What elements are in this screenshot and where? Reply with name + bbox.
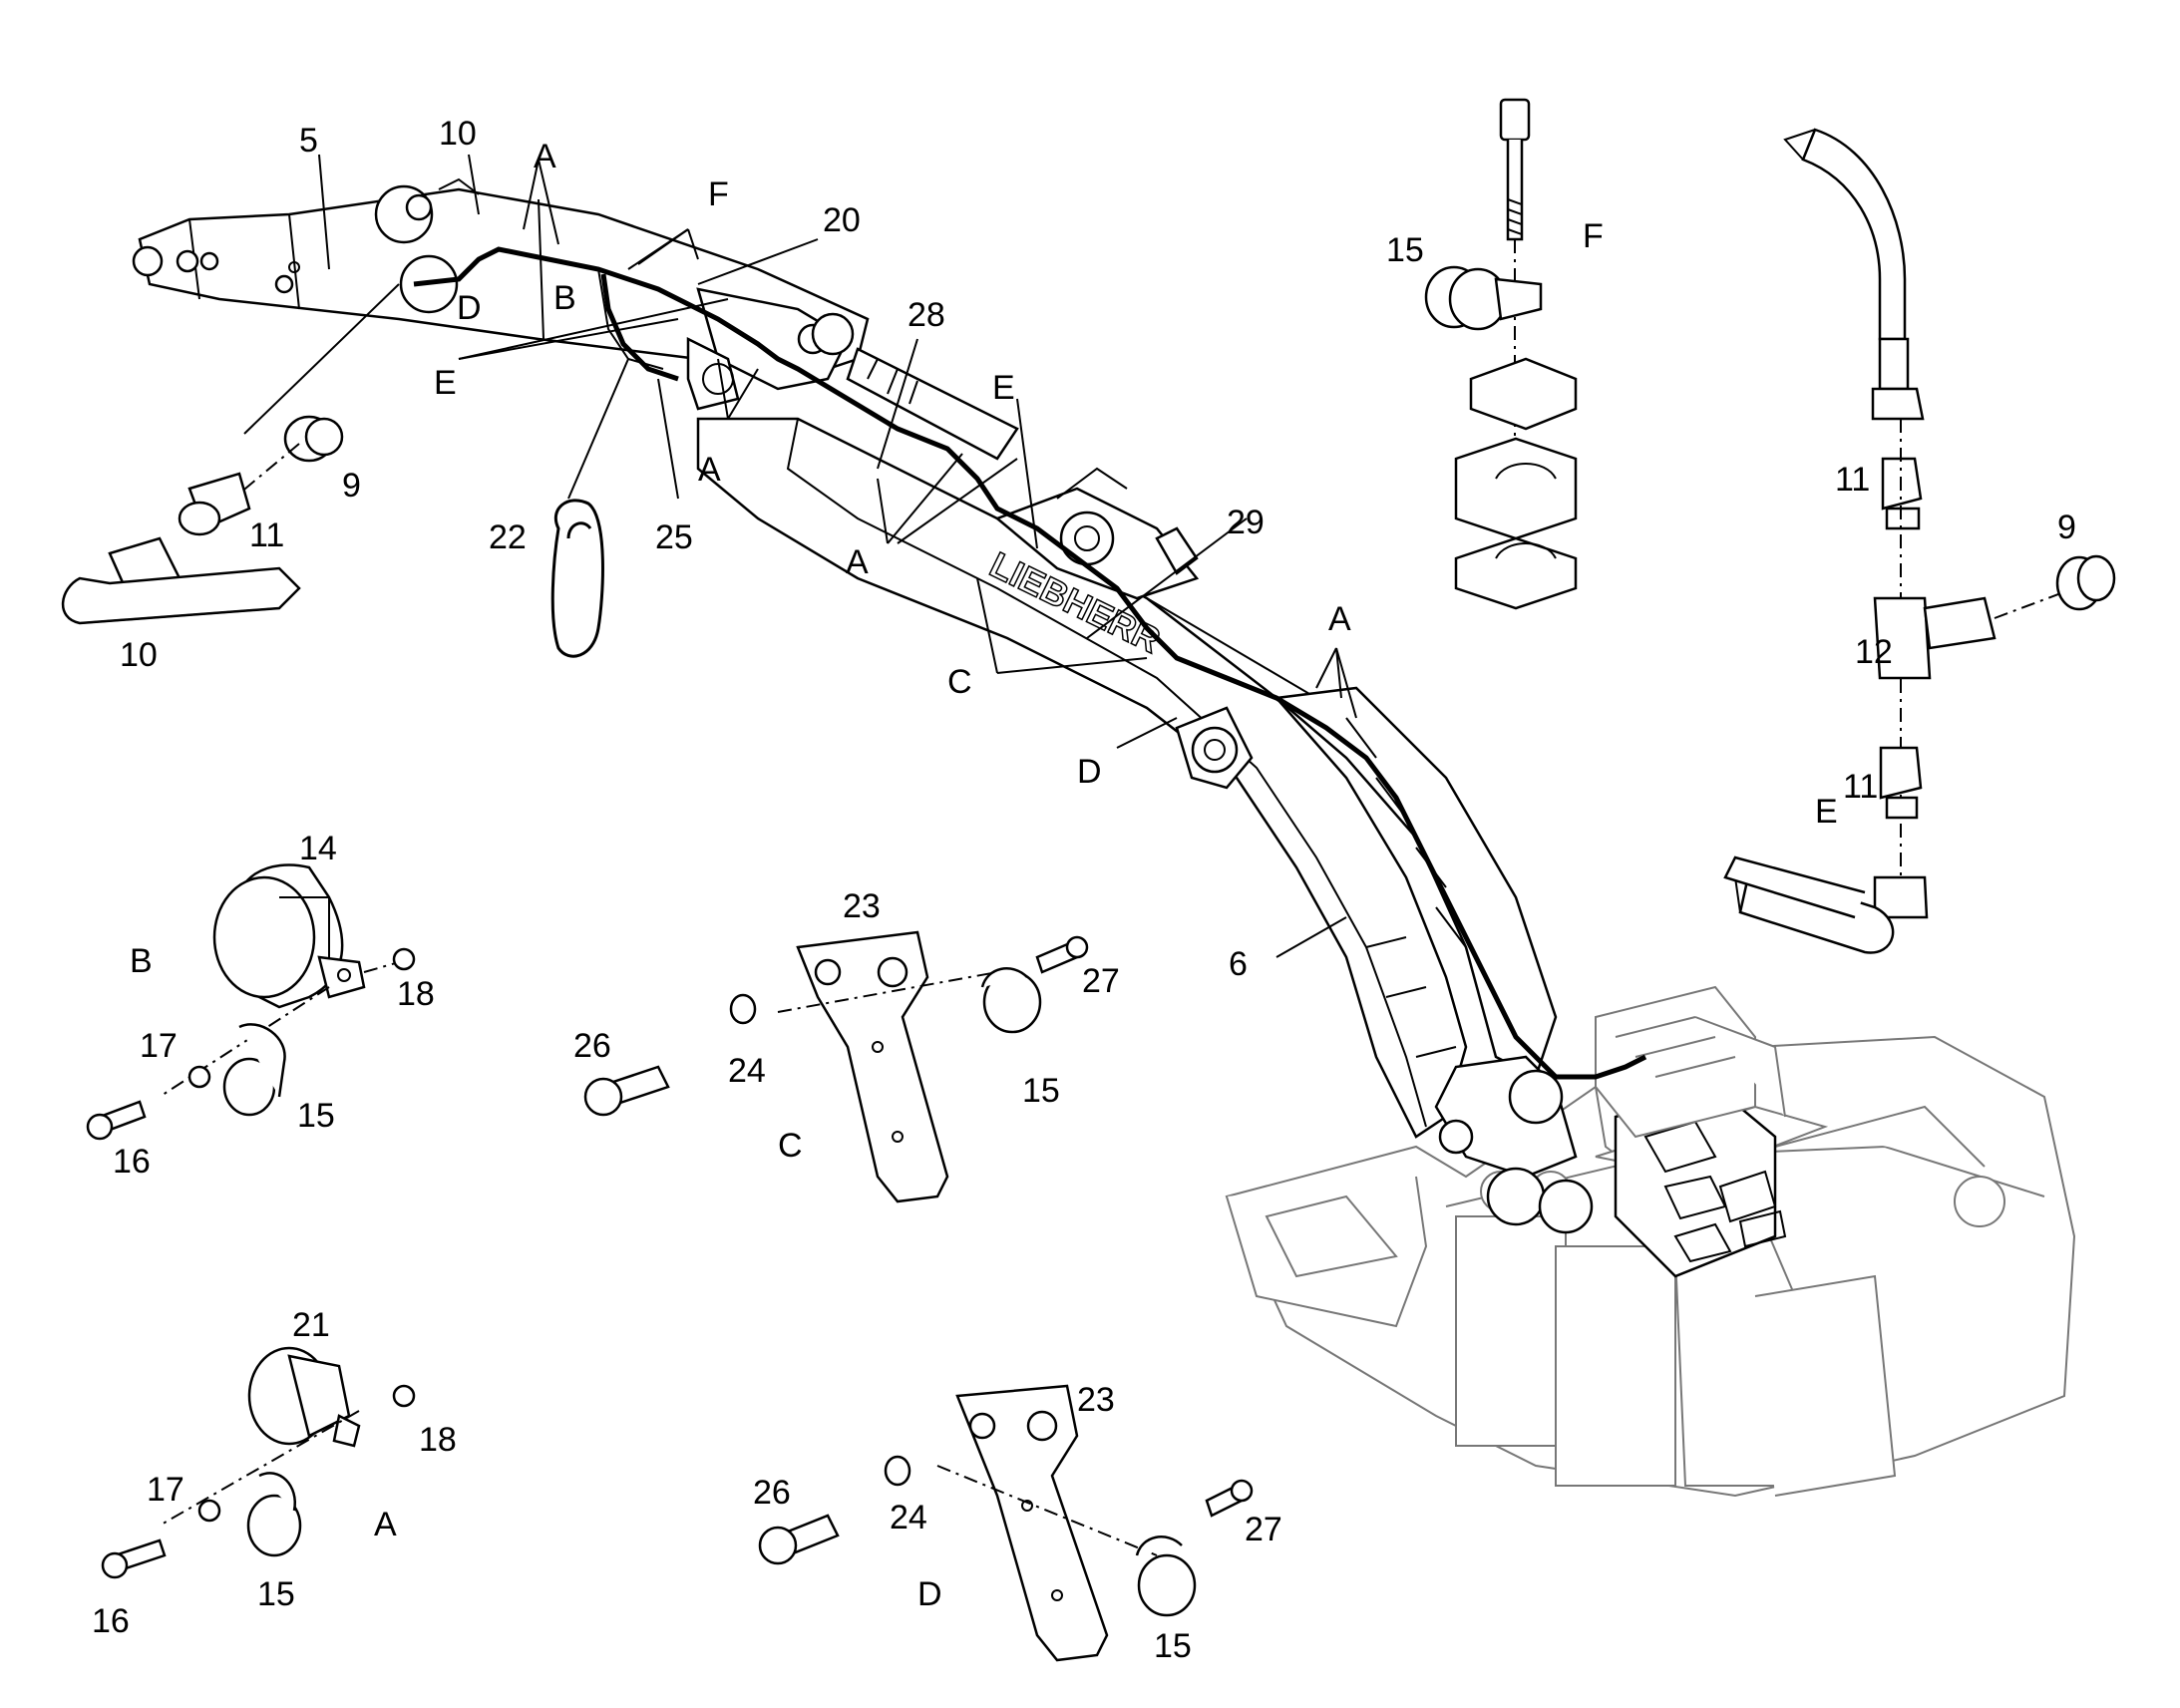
boom-cylinder-lamp <box>1175 706 1254 790</box>
callout-15-F: 15 <box>1386 231 1424 269</box>
callout-9-right: 9 <box>2057 509 2076 546</box>
callout-F: F <box>708 175 729 213</box>
callout-21: 21 <box>292 1306 330 1344</box>
callout-15-A: 15 <box>257 1575 295 1613</box>
callout-18-B: 18 <box>397 975 435 1013</box>
callout-16-A: 16 <box>92 1602 130 1640</box>
callout-E-mid: E <box>992 369 1015 407</box>
callout-15-C: 15 <box>1022 1072 1060 1110</box>
callout-27-C: 27 <box>1082 962 1120 1000</box>
callout-11-left: 11 <box>249 516 284 554</box>
callout-23-D: 23 <box>1077 1381 1115 1419</box>
callout-10-left: 10 <box>120 636 158 674</box>
callout-23-C: 23 <box>843 887 881 925</box>
detail-f-clamp <box>1424 98 1578 610</box>
detail-b <box>86 863 416 1141</box>
callout-27-D: 27 <box>1245 1511 1282 1548</box>
callout-A-mid1: A <box>698 451 721 489</box>
callout-11-right-top: 11 <box>1835 461 1870 499</box>
callout-17-B: 17 <box>140 1027 178 1065</box>
callout-A-detail: A <box>374 1506 397 1543</box>
callout-E-left: E <box>434 364 457 402</box>
callout-24-C: 24 <box>728 1052 766 1090</box>
callout-22: 22 <box>489 518 527 556</box>
callout-D-mid: D <box>1077 753 1102 791</box>
boom <box>696 417 1594 1234</box>
callout-15-D: 15 <box>1154 1627 1192 1665</box>
callout-A-right: A <box>1328 600 1351 638</box>
stick-arm <box>132 177 1019 461</box>
callout-15-B: 15 <box>297 1097 335 1135</box>
callout-B-boom: B <box>553 279 576 317</box>
detail-c-bracket <box>583 930 1089 1203</box>
detail-left-fittings <box>61 415 344 625</box>
callout-17-A: 17 <box>147 1471 184 1509</box>
callout-5: 5 <box>299 122 318 160</box>
callout-14: 14 <box>299 830 337 867</box>
callout-E-detail: E <box>1815 793 1838 831</box>
callout-10-top: 10 <box>439 115 477 153</box>
callout-F-detail: F <box>1583 217 1604 255</box>
callout-26-D: 26 <box>753 1474 791 1512</box>
callout-12: 12 <box>1855 633 1893 671</box>
hose-loop-22 <box>550 499 604 658</box>
callout-24-D: 24 <box>890 1499 927 1537</box>
leader-lines <box>243 154 1357 958</box>
detail-d-bracket <box>758 1384 1254 1662</box>
callout-26-C: 26 <box>573 1027 611 1065</box>
control-valve-block <box>1595 985 1786 1139</box>
detail-a <box>101 1346 416 1579</box>
callout-C-detail: C <box>778 1127 803 1165</box>
callout-16-B: 16 <box>113 1143 151 1181</box>
detail-e-fittings <box>1723 128 2116 954</box>
callout-20: 20 <box>823 201 861 239</box>
callout-11-right-bot: 11 <box>1843 768 1878 806</box>
callout-labels: 5 10 A F 20 D B E 28 E A 22 25 A 29 A C … <box>92 115 2076 1665</box>
callout-29: 29 <box>1227 504 1265 541</box>
callout-A-top: A <box>534 138 556 175</box>
cable-harness <box>413 246 1647 1080</box>
callout-B-detail: B <box>130 942 153 980</box>
callout-D-boom: D <box>457 289 482 327</box>
engine-hood-grilles <box>1614 1085 1787 1278</box>
callout-25: 25 <box>655 518 693 556</box>
callout-9-left: 9 <box>342 467 361 505</box>
callout-A-mid2: A <box>846 543 869 581</box>
callout-28: 28 <box>908 296 945 334</box>
callout-C: C <box>947 663 972 701</box>
callout-18-A: 18 <box>419 1421 457 1459</box>
callout-6: 6 <box>1229 945 1248 983</box>
callout-D-detail: D <box>917 1575 942 1613</box>
